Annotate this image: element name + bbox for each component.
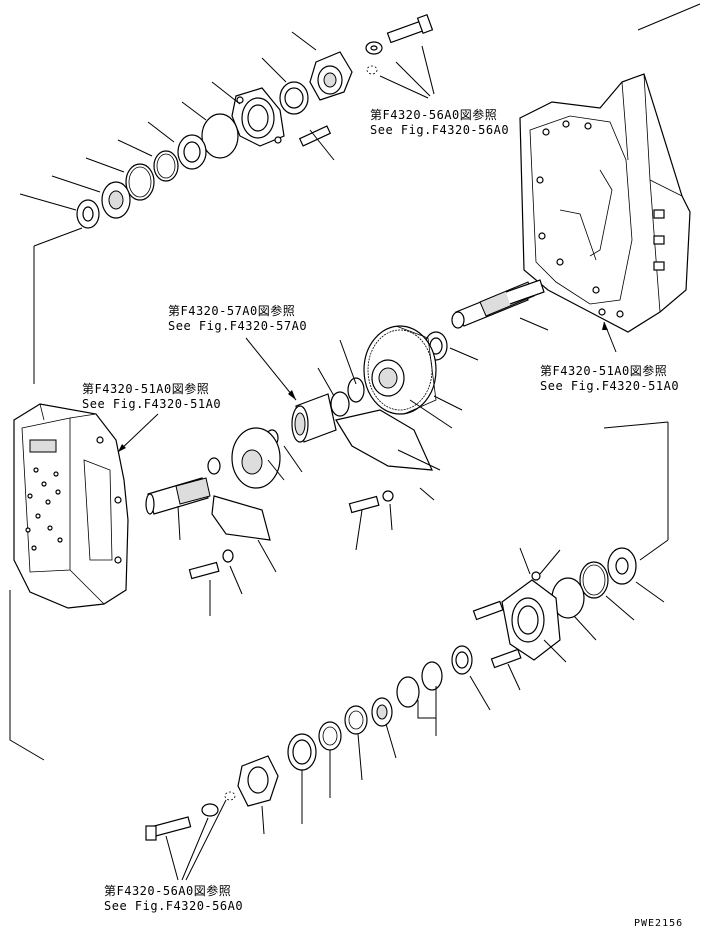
bolt-center-right <box>348 495 380 514</box>
bearing-cover-top <box>231 87 285 147</box>
reference-left-housing-en: See Fig.F4320-51A0 <box>82 397 222 411</box>
washer-bottom <box>201 803 219 817</box>
mid-gear <box>231 427 281 489</box>
ring-bottom-b <box>344 705 368 735</box>
transmission-housing-left <box>9 403 129 761</box>
ring-top <box>125 163 155 201</box>
bolt-center-left <box>188 561 220 580</box>
bottom-part-chain <box>145 421 669 881</box>
housing-holes <box>25 436 122 564</box>
reference-center-en: See Fig.F4320-57A0 <box>168 319 308 333</box>
bolt-top <box>386 14 434 44</box>
reference-bottom-jp: 第F4320-56A0図参照 <box>104 884 232 898</box>
snap-ring-center <box>347 377 365 403</box>
ring-center <box>330 391 350 417</box>
snap-ring-top <box>153 150 179 182</box>
snap-ring-bottom-a <box>421 661 443 691</box>
coupling-flange-top <box>309 51 353 101</box>
center-assembly <box>117 279 617 616</box>
input-shaft <box>145 477 211 515</box>
reference-left-housing-jp: 第F4320-51A0図参照 <box>82 382 210 396</box>
guard-plate-left <box>211 495 271 541</box>
retainer-housing-bottom <box>501 571 561 661</box>
reference-right-housing: 第F4320-51A0図参照 See Fig.F4320-51A0 <box>540 364 679 394</box>
ring-bottom-a <box>579 561 609 599</box>
reference-top-en: See Fig.F4320-56A0 <box>370 123 510 137</box>
reference-bottom: 第F4320-56A0図参照 See Fig.F4320-56A0 <box>104 884 243 914</box>
collar <box>291 393 337 443</box>
reference-top-jp: 第F4320-56A0図参照 <box>370 108 498 122</box>
reference-right-housing-jp: 第F4320-51A0図参照 <box>540 364 668 378</box>
o-ring-cover <box>201 113 239 159</box>
reference-left-housing: 第F4320-51A0図参照 See Fig.F4320-51A0 <box>82 382 221 412</box>
washer-mid <box>207 457 221 475</box>
ring-bottom-c <box>318 721 342 751</box>
reference-center-jp: 第F4320-57A0図参照 <box>168 304 296 318</box>
reference-top: 第F4320-56A0図参照 See Fig.F4320-56A0 <box>370 108 509 138</box>
o-ring-top <box>366 65 378 75</box>
top-part-chain <box>19 14 435 384</box>
coupling-flange-bottom <box>237 755 279 807</box>
output-shaft <box>451 279 545 329</box>
bolt-bottom <box>145 816 192 841</box>
transmission-housing-right <box>519 3 701 333</box>
bolt-bottom-a <box>472 600 504 621</box>
reference-bottom-en: See Fig.F4320-56A0 <box>104 899 244 913</box>
large-gear <box>363 325 437 415</box>
reference-center: 第F4320-57A0図参照 See Fig.F4320-57A0 <box>168 304 307 334</box>
reference-right-housing-en: See Fig.F4320-51A0 <box>540 379 680 393</box>
drawing-code: PWE2156 <box>634 918 684 929</box>
snap-ring-bottom-b <box>396 676 420 708</box>
o-ring-bottom-small <box>224 791 236 801</box>
bolt-bottom-b <box>490 648 522 669</box>
gear-top <box>101 181 131 219</box>
guard-plate-right <box>335 409 433 471</box>
